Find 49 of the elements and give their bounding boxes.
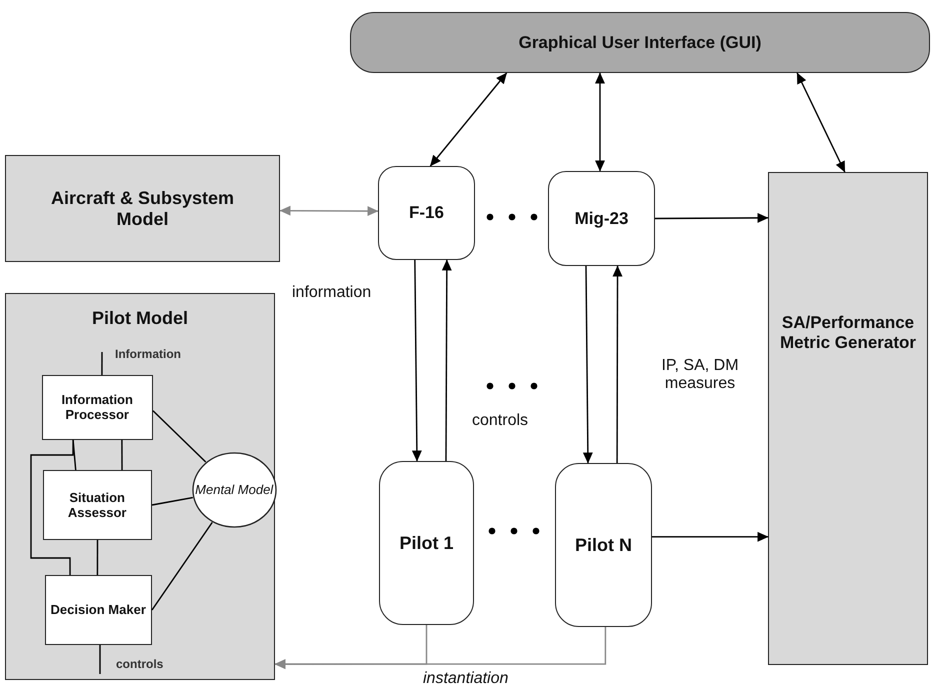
connector-line	[152, 496, 193, 506]
arrow	[655, 212, 769, 223]
arrow	[274, 627, 606, 670]
model-box	[5, 155, 280, 262]
connector-line	[121, 440, 123, 470]
arrow	[442, 259, 452, 461]
aircraft-box	[548, 171, 655, 266]
arrow	[595, 72, 605, 172]
arrow	[582, 266, 593, 464]
aircraft-box	[378, 166, 475, 260]
box-label: Mental Model	[195, 482, 274, 498]
box-label: Pilot 1	[399, 532, 454, 554]
process-box	[42, 470, 152, 540]
box-label: Mig-23	[574, 208, 628, 228]
arrow	[612, 265, 622, 463]
flow-label: information	[292, 284, 372, 302]
connector-line	[152, 410, 206, 463]
process-box	[42, 374, 153, 440]
box-label: SA/Performance Metric Generator	[778, 313, 918, 353]
flow-label: IP, SA, DM measures	[660, 357, 740, 393]
process-box	[44, 574, 152, 645]
connector-line	[151, 522, 213, 610]
box-label: Information Processor	[60, 392, 134, 422]
box-label: F-16	[409, 203, 444, 223]
box-label: Pilot N	[575, 534, 632, 556]
arrow	[412, 260, 422, 462]
box-label: Graphical User Interface (GUI)	[518, 32, 762, 52]
connector-line	[99, 645, 101, 674]
interface-bar	[350, 12, 930, 73]
box-label: Decision Maker	[50, 602, 146, 618]
arrow	[430, 72, 508, 166]
connector-line	[96, 540, 98, 575]
arrow	[652, 532, 769, 542]
model-ellipse	[192, 452, 277, 528]
pilot-box	[555, 463, 652, 627]
arrow	[796, 72, 846, 172]
box-label: Aircraft & Subsystem Model	[50, 188, 236, 230]
box-label: Situation Assessor	[66, 490, 128, 520]
panel-title: Pilot Model	[92, 308, 188, 329]
arrow	[279, 206, 379, 216]
flow-label: controls	[472, 412, 528, 430]
pilot-model-panel	[5, 293, 275, 680]
edge-label: controls	[116, 657, 164, 671]
connector-line	[30, 440, 74, 575]
flow-label: instantiation	[423, 670, 508, 688]
connector-line	[101, 352, 103, 375]
edge-label: Information	[115, 347, 181, 361]
generator-box	[768, 172, 928, 665]
pilot-box	[379, 461, 474, 625]
